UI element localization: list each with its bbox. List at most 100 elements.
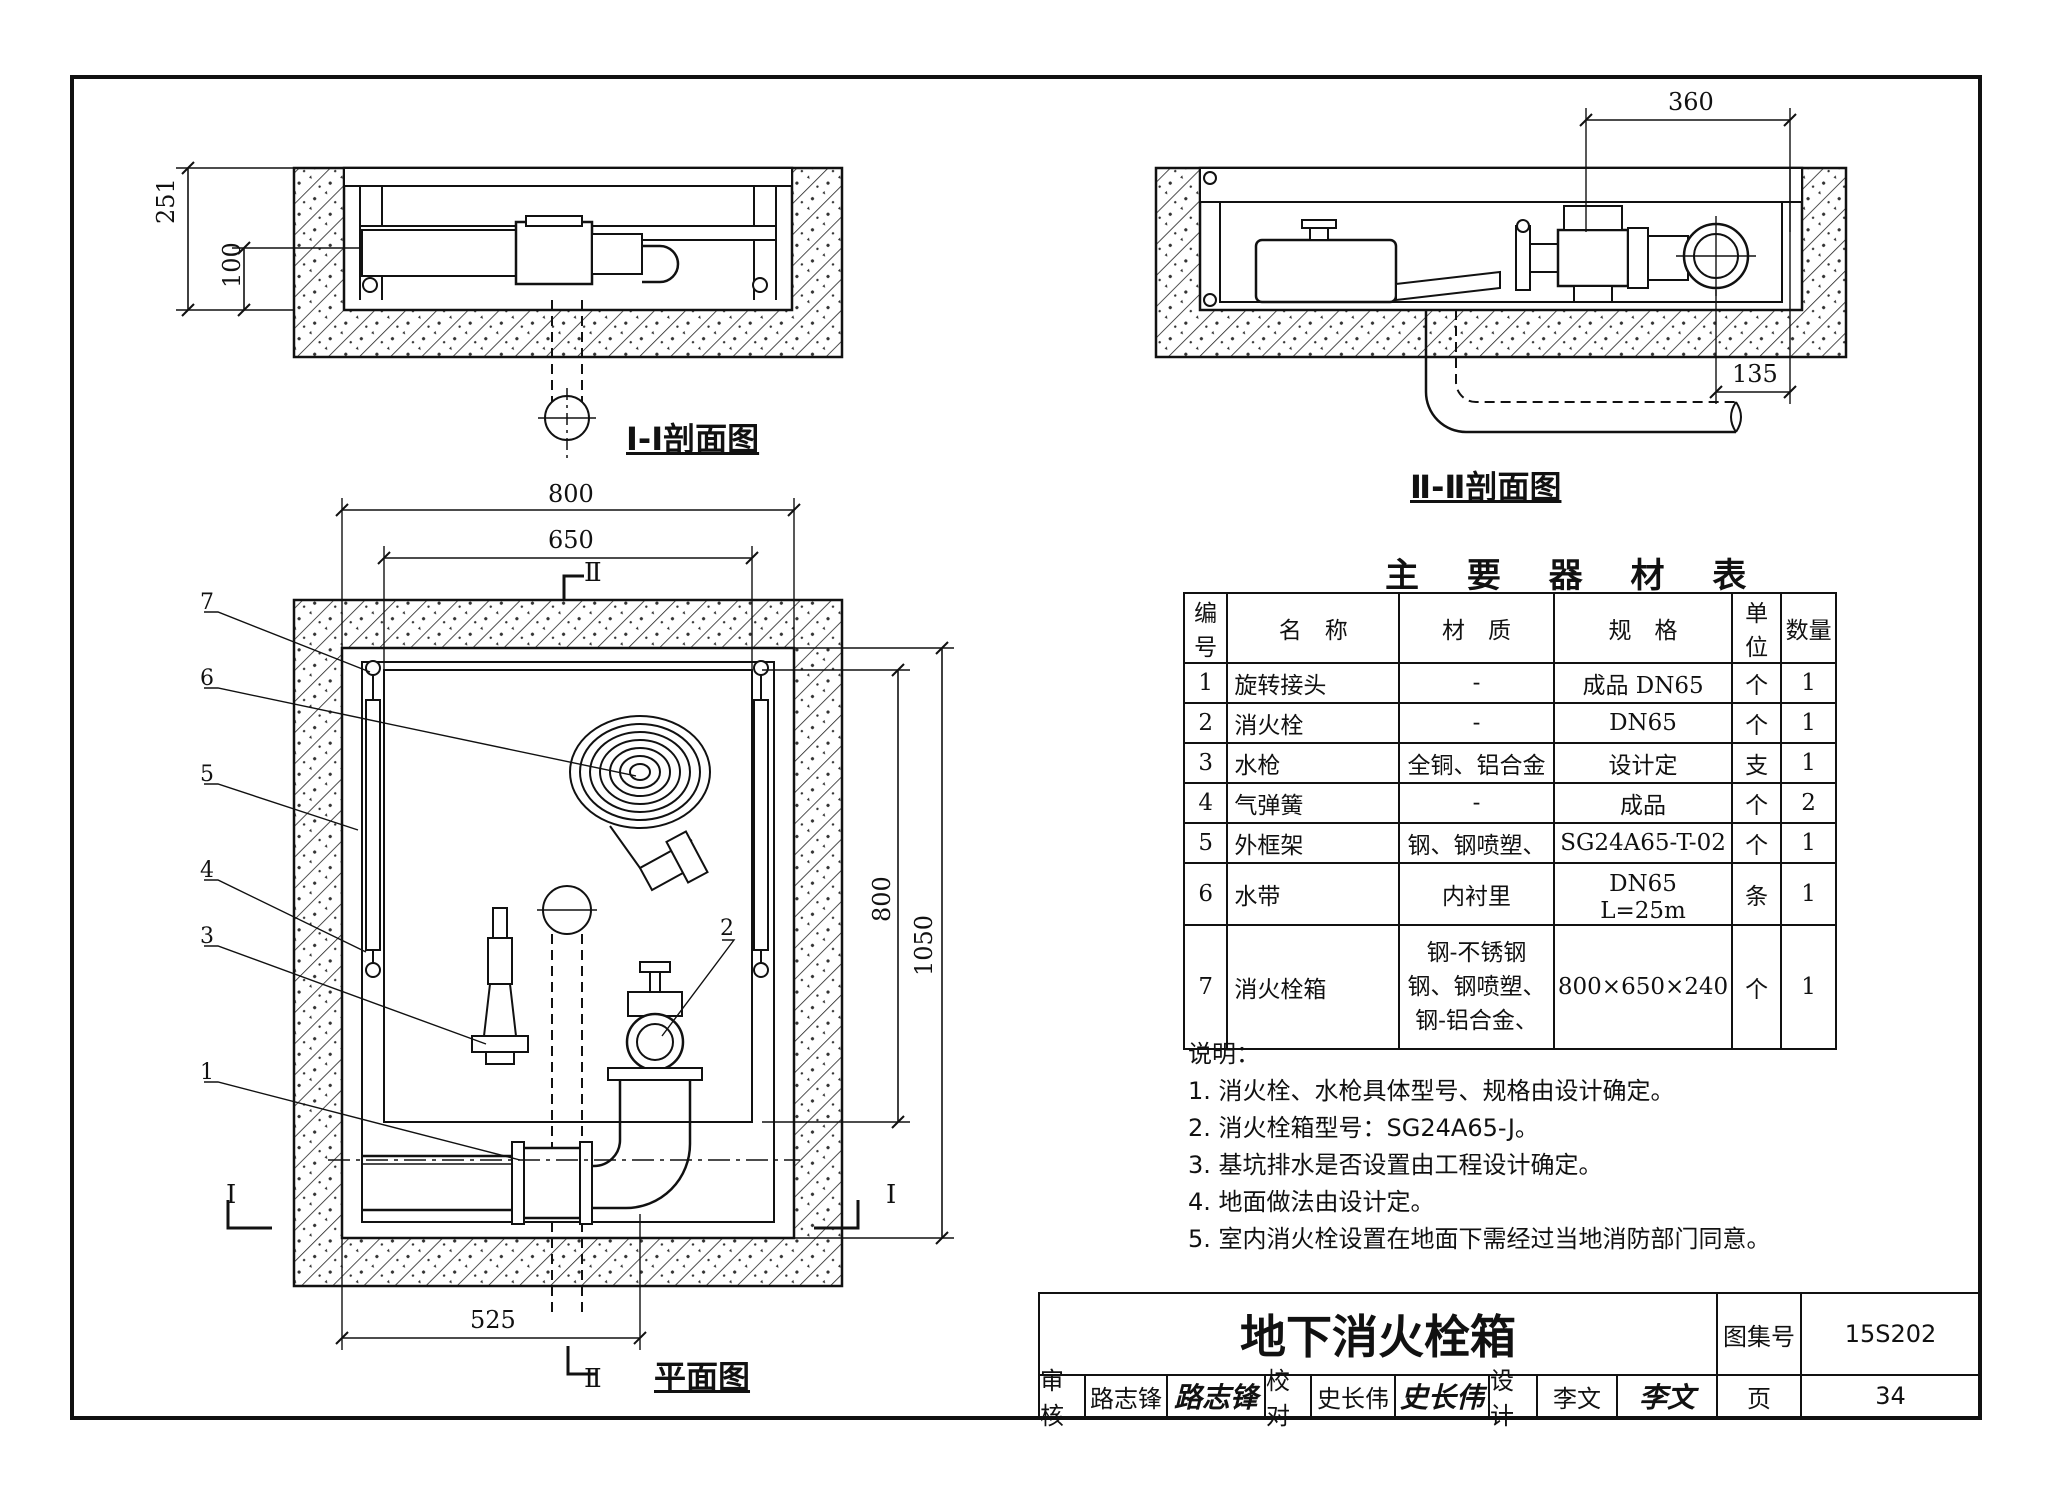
table-row: 3 水枪 全铜、铝合金 设计定 支 1 [1182, 742, 1837, 784]
title-block: 地下消火栓箱 图集号 15S202 审核 路志锋 路志锋 校对 史长伟 史长伟 … [1038, 1292, 1981, 1430]
reviewer-signature: 路志锋 [1166, 1374, 1266, 1418]
marker-I-right: I [886, 1180, 897, 1210]
callout-6: 6 [200, 666, 214, 691]
material-line: 钢-铝合金、 [1415, 1008, 1538, 1034]
table-row: 4 气弹簧 - 成品 个 2 [1182, 782, 1837, 824]
checker-name: 史长伟 [1310, 1374, 1396, 1418]
cell-unit: 条 [1731, 862, 1783, 926]
marker-I-left: I [226, 1180, 237, 1210]
table-row: 5 外框架 钢、钢喷塑、 SG24A65-T-02 个 1 [1182, 822, 1837, 864]
cell-qty: 1 [1780, 742, 1837, 784]
cell-no: 2 [1182, 702, 1229, 744]
design-label: 设计 [1488, 1367, 1538, 1430]
page-number: 34 [1800, 1374, 1981, 1418]
cell-unit: 个 [1731, 924, 1783, 1050]
dim-1050: 1050 [910, 914, 938, 976]
cell-material: 钢、钢喷塑、 [1398, 822, 1555, 864]
dim-251: 251 [152, 178, 180, 224]
cell-spec: 800×650×240 [1552, 924, 1734, 1050]
cell-material: 钢-不锈钢 钢、钢喷塑、 钢-铝合金、 [1398, 924, 1555, 1050]
dim-650: 650 [548, 526, 594, 554]
materials-table: 编号 名 称 材 质 规 格 单位 数量 1 旋转接头 - 成品 DN65 个 … [1182, 592, 1837, 1050]
material-line: 钢-不锈钢 [1426, 940, 1527, 966]
designer-signature: 李文 [1616, 1374, 1718, 1418]
atlas-number: 15S202 [1800, 1292, 1981, 1376]
cell-spec: 成品 DN65 [1552, 662, 1734, 704]
marker-II-top: Ⅱ [584, 558, 602, 588]
review-label: 审核 [1038, 1367, 1086, 1430]
drawing-title: 地下消火栓箱 [1038, 1292, 1718, 1376]
cell-qty: 1 [1780, 924, 1837, 1050]
callout-7: 7 [200, 590, 214, 615]
callout-3: 3 [200, 924, 214, 949]
table-row: 7 消火栓箱 钢-不锈钢 钢、钢喷塑、 钢-铝合金、 800×650×240 个… [1182, 924, 1837, 1050]
cell-unit: 个 [1731, 782, 1783, 824]
cell-spec: DN65 [1552, 702, 1734, 744]
section-1-drawing [176, 161, 844, 458]
cell-qty: 1 [1780, 822, 1837, 864]
callout-1: 1 [200, 1060, 214, 1085]
dim-135: 135 [1732, 360, 1778, 388]
notes: 说明： 1. 消火栓、水枪具体型号、规格由设计确定。 2. 消火栓箱型号：SG2… [1188, 1036, 1771, 1258]
callout-4: 4 [200, 858, 214, 883]
header-material: 材 质 [1398, 592, 1555, 664]
check-label: 校对 [1264, 1367, 1312, 1430]
atlas-label: 图集号 [1716, 1292, 1802, 1376]
cell-qty: 1 [1780, 702, 1837, 744]
cell-no: 6 [1182, 862, 1229, 926]
plan-drawing [204, 498, 954, 1376]
cell-material: - [1398, 702, 1555, 744]
dim-100: 100 [218, 242, 246, 288]
cell-no: 3 [1182, 742, 1229, 784]
cell-spec: 成品 [1552, 782, 1734, 824]
dim-800-top: 800 [548, 480, 594, 508]
callout-2: 2 [720, 916, 734, 941]
cell-spec: SG24A65-T-02 [1552, 822, 1734, 864]
table-row: 6 水带 内衬里 DN65 L=25m 条 1 [1182, 862, 1837, 926]
cell-name: 旋转接头 [1226, 662, 1401, 704]
section-2-caption: Ⅱ-Ⅱ剖面图 [1410, 468, 1562, 506]
section-2-drawing [1154, 108, 1848, 434]
header-unit: 单位 [1731, 592, 1783, 664]
cell-name: 气弹簧 [1226, 782, 1401, 824]
header-qty: 数量 [1780, 592, 1837, 664]
cell-spec: 设计定 [1552, 742, 1734, 784]
cell-name: 水枪 [1226, 742, 1401, 784]
reviewer-name: 路志锋 [1084, 1374, 1168, 1418]
cell-qty: 1 [1780, 862, 1837, 926]
page-label: 页 [1716, 1374, 1802, 1418]
cell-name: 消火栓 [1226, 702, 1401, 744]
notes-heading: 说明： [1188, 1040, 1260, 1068]
note-item: 4. 地面做法由设计定。 [1188, 1188, 1435, 1216]
cell-no: 7 [1182, 924, 1229, 1050]
sheet-border [70, 75, 1982, 1420]
cell-unit: 支 [1731, 742, 1783, 784]
cell-no: 5 [1182, 822, 1229, 864]
checker-signature: 史长伟 [1394, 1374, 1490, 1418]
note-item: 5. 室内消火栓设置在地面下需经过当地消防部门同意。 [1188, 1225, 1771, 1253]
cell-unit: 个 [1731, 702, 1783, 744]
header-name: 名 称 [1226, 592, 1401, 664]
cell-unit: 个 [1731, 662, 1783, 704]
cell-name: 外框架 [1226, 822, 1401, 864]
callout-5: 5 [200, 762, 214, 787]
cell-unit: 个 [1731, 822, 1783, 864]
table-row: 2 消火栓 - DN65 个 1 [1182, 702, 1837, 744]
cell-qty: 1 [1780, 662, 1837, 704]
cell-material: - [1398, 782, 1555, 824]
materials-title: 主 要 器 材 表 [1385, 556, 1765, 596]
cell-no: 1 [1182, 662, 1229, 704]
cell-name: 消火栓箱 [1226, 924, 1401, 1050]
table-row: 1 旋转接头 - 成品 DN65 个 1 [1182, 662, 1837, 704]
cell-no: 4 [1182, 782, 1229, 824]
header-spec: 规 格 [1552, 592, 1734, 664]
cell-name: 水带 [1226, 862, 1401, 926]
materials-header-row: 编号 名 称 材 质 规 格 单位 数量 [1182, 592, 1837, 664]
cell-material: - [1398, 662, 1555, 704]
material-line: 钢、钢喷塑、 [1407, 974, 1546, 1000]
cell-qty: 2 [1780, 782, 1837, 824]
note-item: 2. 消火栓箱型号：SG24A65-J。 [1188, 1114, 1539, 1142]
section-1-caption: I-I剖面图 [626, 420, 760, 458]
dim-800-side: 800 [868, 876, 896, 922]
